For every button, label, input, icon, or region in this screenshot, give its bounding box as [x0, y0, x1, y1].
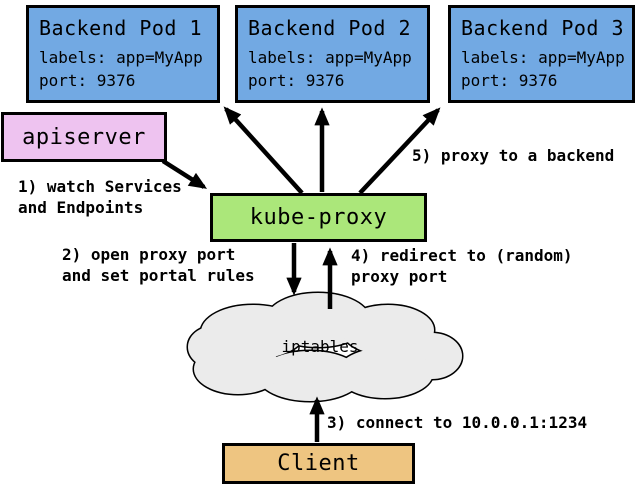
backend-pod-3-box: Backend Pod 3 labels: app=MyApp port: 93…	[448, 5, 635, 103]
iptables-label: iptables	[281, 337, 359, 356]
backend-pod-1-box: Backend Pod 1 labels: app=MyApp port: 93…	[26, 5, 220, 103]
kube-proxy-box: kube-proxy	[210, 193, 427, 242]
step-4-redirect: 4) redirect to (random) proxy port	[351, 246, 573, 286]
arrow-kubeproxy-to-pod1	[223, 106, 304, 195]
pod-labels: labels: app=MyApp	[461, 48, 625, 67]
backend-pod-2-box: Backend Pod 2 labels: app=MyApp port: 93…	[235, 5, 430, 103]
pod-port: port: 9376	[248, 71, 345, 90]
pod-labels: labels: app=MyApp	[39, 48, 203, 67]
kube-proxy-label: kube-proxy	[249, 205, 388, 230]
step-2-open-proxy-port: 2) open proxy port and set portal rules	[62, 245, 255, 285]
pod-port: port: 9376	[461, 71, 558, 90]
pod-labels: labels: app=MyApp	[248, 48, 412, 67]
apiserver-label: apiserver	[22, 124, 146, 150]
pod-title: Backend Pod 3	[461, 16, 625, 40]
pod-port: port: 9376	[39, 71, 136, 90]
client-box: Client	[222, 443, 415, 484]
step-1-watch-services: 1) watch Services and Endpoints	[18, 177, 182, 217]
step-5-proxy-to-backend: 5) proxy to a backend	[412, 146, 615, 165]
client-label: Client	[277, 451, 360, 476]
apiserver-box: apiserver	[1, 112, 167, 162]
step-3-connect: 3) connect to 10.0.0.1:1234	[327, 413, 588, 432]
pod-title: Backend Pod 2	[248, 16, 412, 40]
pod-title: Backend Pod 1	[39, 16, 203, 40]
